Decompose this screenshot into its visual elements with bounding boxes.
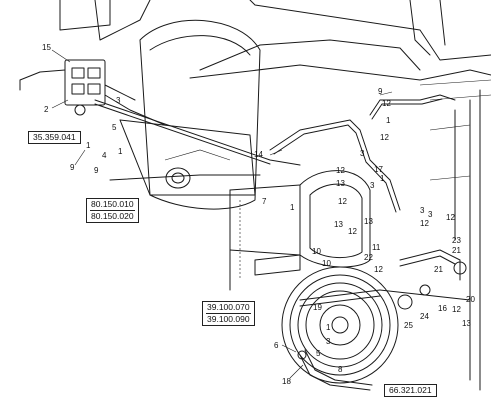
callout-label: 24 xyxy=(420,312,429,321)
leader-lines xyxy=(51,49,393,379)
callout-label: 12 xyxy=(336,166,345,175)
reference-box: 39.100.070 39.100.090 xyxy=(202,301,255,326)
callout-label: 1 xyxy=(118,147,123,156)
callout-label: 7 xyxy=(262,197,267,206)
callout-label: 17 xyxy=(374,165,383,174)
hydraulic-line xyxy=(94,99,301,166)
callout-label: 1 xyxy=(326,323,331,332)
callout-label: 12 xyxy=(374,265,383,274)
callout-label: 1 xyxy=(86,141,91,150)
callout-label: 3 xyxy=(420,206,425,215)
reference-number: 80.150.020 xyxy=(91,211,134,221)
reference-number: 39.100.070 xyxy=(206,302,251,314)
callout-label: 21 xyxy=(452,246,461,255)
callout-label: 16 xyxy=(438,304,447,313)
callout-label: 12 xyxy=(446,213,455,222)
lower-hose xyxy=(297,349,373,391)
right-fittings xyxy=(379,249,471,310)
callout-label: 10 xyxy=(312,247,321,256)
hose-reel xyxy=(281,266,399,384)
callout-label: 12 xyxy=(452,305,461,314)
callout-label: 9 xyxy=(70,163,75,172)
callout-label: 25 xyxy=(404,321,413,330)
rotor-housing xyxy=(109,19,261,210)
callout-label: 3 xyxy=(116,96,121,105)
callout-label: 18 xyxy=(282,377,291,386)
reference-box: 66.321.021 xyxy=(384,384,437,397)
callout-label: 11 xyxy=(372,243,381,252)
callout-label: 4 xyxy=(102,151,107,160)
callout-label: 19 xyxy=(313,303,322,312)
callout-label: 3 xyxy=(428,210,433,219)
callout-label: 9 xyxy=(94,166,99,175)
reference-box: 35.359.041 xyxy=(28,131,81,144)
callout-label: 3 xyxy=(370,181,375,190)
callout-label: 5 xyxy=(316,349,321,358)
reference-number: 66.321.021 xyxy=(389,385,432,395)
reference-number: 39.100.090 xyxy=(207,314,250,324)
valve-block xyxy=(19,59,166,126)
callout-label: 12 xyxy=(338,197,347,206)
callout-label: 13 xyxy=(462,319,471,328)
callout-label: 15 xyxy=(42,43,51,52)
callout-label: 6 xyxy=(274,341,279,350)
reference-number: 80.150.010 xyxy=(90,199,135,211)
chassis-frame xyxy=(59,0,491,391)
callout-label: 9 xyxy=(378,87,383,96)
callout-label: 13 xyxy=(364,217,373,226)
callout-label: 13 xyxy=(334,220,343,229)
callout-label: 12 xyxy=(380,133,389,142)
callout-label: 1 xyxy=(290,203,295,212)
callout-label: 1 xyxy=(386,116,391,125)
tube-routing xyxy=(269,94,456,213)
reference-number: 35.359.041 xyxy=(33,132,76,142)
callout-label: 12 xyxy=(348,227,357,236)
callout-label: 10 xyxy=(322,259,331,268)
callout-label: 13 xyxy=(336,179,345,188)
callout-label: 3 xyxy=(360,149,365,158)
callout-label: 8 xyxy=(338,365,343,374)
callout-label: 1 xyxy=(380,174,385,183)
callout-label: 12 xyxy=(382,99,391,108)
reference-box: 80.150.010 80.150.020 xyxy=(86,198,139,223)
callout-label: 22 xyxy=(364,253,373,262)
callout-label: 23 xyxy=(452,236,461,245)
callout-label: 2 xyxy=(44,105,49,114)
callout-label: 5 xyxy=(112,123,117,132)
callout-label: 21 xyxy=(434,265,443,274)
callout-label: 14 xyxy=(254,150,263,159)
callout-label: 12 xyxy=(420,219,429,228)
callout-numbers: 15 2 3 1 4 9 5 1 12 9 12 1 3 14 12 17 13… xyxy=(42,43,475,386)
callout-label: 3 xyxy=(326,337,331,346)
callout-label: 20 xyxy=(466,295,475,304)
tensioner-frame xyxy=(229,170,371,291)
